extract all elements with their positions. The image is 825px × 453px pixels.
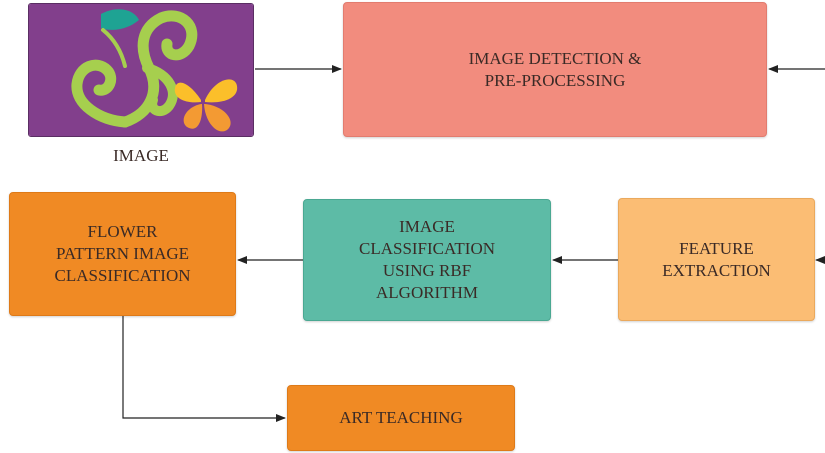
green-vine-spiral-mid <box>142 63 178 117</box>
flower-pattern-classification-label: FLOWER PATTERN IMAGE CLASSIFICATION <box>54 222 191 285</box>
feature-extraction-box: FEATURE EXTRACTION <box>618 198 815 321</box>
flower-pattern-classification-box: FLOWER PATTERN IMAGE CLASSIFICATION <box>9 192 236 316</box>
art-teaching-box: ART TEACHING <box>287 385 515 451</box>
green-vine-spiral-left <box>71 59 131 128</box>
butterfly-wing-top-right <box>205 79 238 103</box>
green-vine-spiral-top <box>119 10 198 128</box>
green-tendril <box>101 28 127 68</box>
image-label: IMAGE <box>113 146 169 165</box>
rbf-classification-box: IMAGE CLASSIFICATION USING RBF ALGORITHM <box>303 199 551 321</box>
butterfly-wing-bottom-right <box>204 104 231 132</box>
input-image <box>28 3 254 137</box>
butterfly-wing-top-left <box>174 82 201 103</box>
feature-extraction-label: FEATURE EXTRACTION <box>662 238 771 280</box>
flower-pattern-illustration <box>29 4 253 136</box>
image-detection-preprocessing-label: IMAGE DETECTION & PRE-PROCESSING <box>468 48 642 90</box>
art-teaching-label: ART TEACHING <box>339 408 463 427</box>
teal-leaf-shape <box>101 9 139 30</box>
rbf-classification-label: IMAGE CLASSIFICATION USING RBF ALGORITHM <box>358 217 496 302</box>
arrow-flower-to-art <box>122 316 286 422</box>
image-detection-preprocessing-box: IMAGE DETECTION & PRE-PROCESSING <box>343 2 767 137</box>
butterfly-wing-bottom-left <box>183 104 203 129</box>
